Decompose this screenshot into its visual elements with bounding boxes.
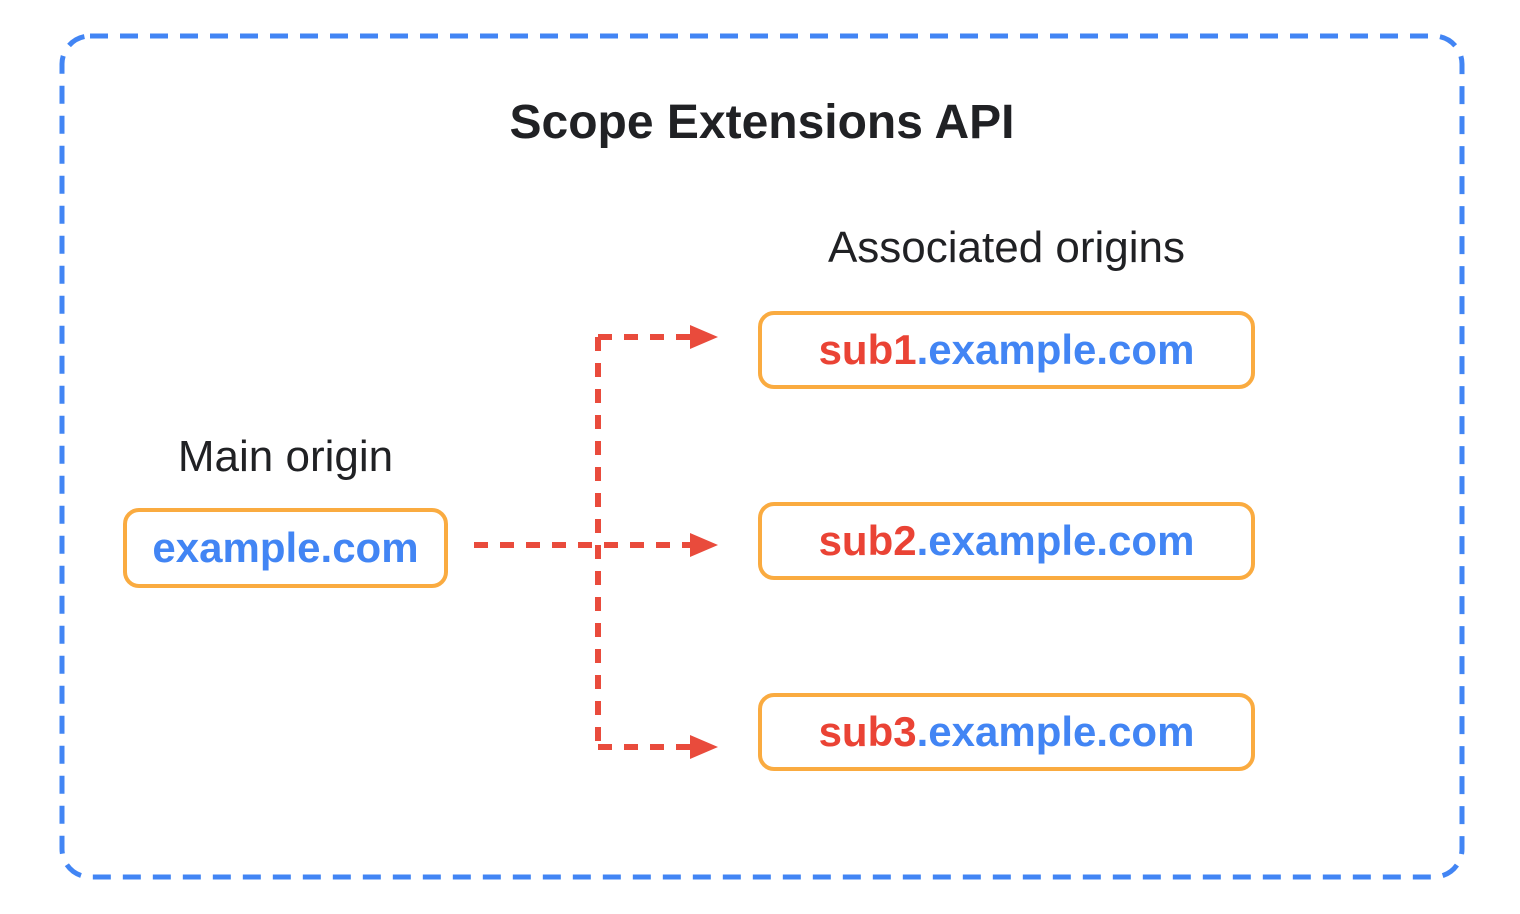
associated-origins-label: Associated origins <box>827 223 1186 272</box>
associated-origin-box-sub1: sub1.example.com <box>758 311 1255 389</box>
domain-suffix-text: .example.com <box>916 517 1195 564</box>
main-origin-box: example.com <box>123 508 448 588</box>
main-origin-domain: example.com <box>152 524 419 571</box>
associated-origin-box-sub3: sub3.example.com <box>758 693 1255 771</box>
arrowhead-sub1-icon <box>690 325 718 349</box>
domain-suffix-text: .example.com <box>916 326 1195 373</box>
arrow-connector-lines <box>474 334 692 750</box>
subdomain-text: sub3 <box>818 708 917 755</box>
subdomain-text: sub1 <box>818 326 917 373</box>
arrowheads <box>690 325 718 759</box>
arrowhead-sub3-icon <box>690 735 718 759</box>
diagram-title: Scope Extensions API <box>509 96 1015 149</box>
main-origin-label: Main origin <box>177 432 394 481</box>
associated-origin-box-sub2: sub2.example.com <box>758 502 1255 580</box>
domain-suffix-text: .example.com <box>916 708 1195 755</box>
subdomain-text: sub2 <box>818 517 917 564</box>
arrowhead-sub2-icon <box>690 533 718 557</box>
